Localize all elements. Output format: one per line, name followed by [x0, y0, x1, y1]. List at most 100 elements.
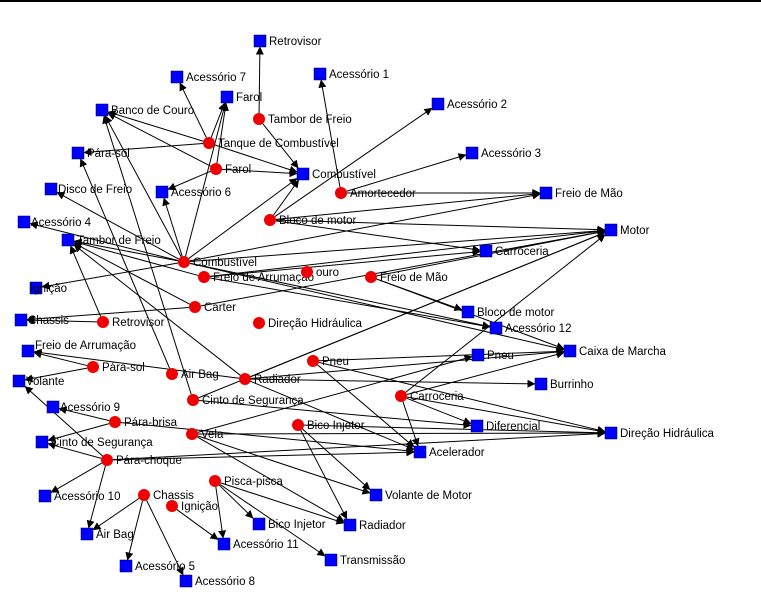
circle-node-chassis[interactable]: Chassis — [138, 489, 194, 502]
edge-c_ignicao-s_acess11 — [176, 509, 219, 540]
circle-node-couro[interactable]: ouro — [301, 266, 339, 279]
circle-node-direcao[interactable]: Direção Hidráulica — [253, 317, 363, 330]
circle-node-carroceria[interactable]: Carroceria — [395, 390, 464, 403]
circle-marker — [189, 301, 201, 313]
edge-c_chassis-s_acess8 — [146, 500, 184, 576]
square-node-motor[interactable]: Motor — [604, 223, 650, 237]
circle-node-piscapisca[interactable]: Pisca-pisca — [209, 475, 283, 488]
circle-node-combustivel[interactable]: Combustível — [178, 256, 257, 269]
circle-node-amortecedor[interactable]: Amortecedor — [335, 187, 416, 200]
circle-marker — [166, 500, 178, 512]
square-node-transmissao[interactable]: Transmissão — [324, 553, 405, 567]
square-node-retrovisor[interactable]: Retrovisor — [253, 34, 322, 48]
circle-node-freiomao[interactable]: Freio de Mão — [365, 271, 448, 284]
circle-node-retrovisor[interactable]: Retrovisor — [97, 316, 165, 329]
square-node-radiador[interactable]: Radiador — [343, 518, 406, 532]
square-node-acess9[interactable]: Acessório 9 — [46, 400, 120, 414]
square-marker — [563, 344, 577, 358]
square-node-discofreio[interactable]: Disco de Freio — [44, 182, 132, 196]
edge-c_combustivel-s_tamborfreio — [73, 238, 179, 262]
square-node-freioarrum[interactable]: Freio de Arrumação — [21, 340, 136, 358]
square-node-airbag[interactable]: Air Bag — [80, 527, 134, 541]
square-marker — [21, 344, 35, 358]
square-marker — [220, 90, 234, 104]
circle-node-ignicao[interactable]: Ignição — [166, 500, 218, 513]
circle-node-parabrisa[interactable]: Pára-brisa — [109, 416, 178, 429]
node-label: Acessório 9 — [60, 402, 120, 414]
square-node-acess2[interactable]: Acessório 2 — [431, 97, 507, 111]
square-node-ignicao[interactable]: Ignição — [29, 281, 67, 295]
edge-c_carter-s_chassis — [26, 306, 190, 323]
edge-c_pneu-s_direcao — [318, 361, 606, 434]
square-node-pneu[interactable]: Pneu — [471, 348, 514, 362]
node-label: Pára-choque — [116, 455, 182, 467]
square-node-farol[interactable]: Farol — [220, 90, 262, 104]
node-label: Tambor de Freio — [77, 235, 161, 247]
square-node-acess1[interactable]: Acessório 1 — [313, 67, 389, 81]
node-label: Acessório 2 — [447, 99, 507, 111]
square-node-acess11[interactable]: Acessório 11 — [217, 537, 299, 551]
edge-c_piscapisca-s_acess11 — [215, 486, 227, 539]
circle-node-parasol[interactable]: Pára-sol — [87, 361, 145, 374]
node-label: Vela — [201, 429, 224, 441]
circle-marker — [166, 368, 178, 380]
square-node-caixamarcha[interactable]: Caixa de Marcha — [563, 344, 667, 358]
circle-node-tamborfreio[interactable]: Tambor de Freio — [253, 113, 352, 126]
circle-marker — [178, 256, 190, 268]
node-label: Carter — [204, 302, 236, 314]
square-node-acess8[interactable]: Acessório 8 — [179, 574, 255, 588]
square-marker — [252, 517, 266, 531]
square-node-banco[interactable]: Banco de Couro — [95, 103, 194, 117]
square-node-acelerador[interactable]: Acelerador — [413, 445, 485, 459]
square-node-combustivel[interactable]: Combustível — [296, 167, 376, 181]
edge-c_bicoinjetor-s_radiador — [300, 430, 348, 520]
square-node-chassis[interactable]: Chassis — [14, 313, 69, 327]
circle-node-airbag[interactable]: Air Bag — [166, 368, 219, 381]
square-node-volante[interactable]: Volante — [12, 374, 64, 388]
edge-c_combustivel-s_farol — [185, 102, 228, 257]
circle-node-tanque[interactable]: Tanque de Combustível — [203, 137, 339, 150]
circle-node-radiador[interactable]: Radiador — [239, 373, 301, 386]
square-node-acess5[interactable]: Acessório 5 — [119, 559, 195, 573]
circle-node-carter[interactable]: Carter — [189, 301, 236, 314]
square-node-acess7[interactable]: Acessório 7 — [170, 70, 246, 84]
circle-node-parachoque[interactable]: Pára-choque — [101, 454, 182, 467]
edge-c_parabrisa-s_cinto — [47, 423, 110, 443]
edge-c_freioarrum-s_tamborfreio — [73, 239, 199, 276]
node-label: Cinto de Segurança — [51, 437, 153, 449]
square-node-blocomotor[interactable]: Bloco de motor — [461, 305, 555, 319]
circle-marker — [209, 475, 221, 487]
circle-node-blocomotor[interactable]: Bloco de motor — [264, 214, 357, 227]
square-node-tamborfreio[interactable]: Tambor de Freio — [61, 233, 161, 247]
square-node-parasol[interactable]: Pára-sol — [71, 146, 130, 160]
square-node-burrinho[interactable]: Burrinho — [534, 377, 593, 391]
square-node-direcao[interactable]: Direção Hidráulica — [604, 426, 715, 440]
circle-node-vela[interactable]: Vela — [186, 428, 224, 441]
square-node-freiomao[interactable]: Freio de Mão — [539, 186, 623, 200]
circle-node-pneu[interactable]: Pneu — [307, 355, 349, 368]
edge-c_airbag-s_parasol — [79, 158, 171, 369]
node-label: Acessório 6 — [171, 187, 231, 199]
square-node-acess10[interactable]: Acessório 10 — [38, 489, 120, 503]
square-node-diferencial[interactable]: Diferencial — [470, 419, 540, 433]
square-node-volantemotor[interactable]: Volante de Motor — [369, 488, 472, 502]
square-node-acess12[interactable]: Acessório 12 — [489, 321, 571, 335]
node-label: ouro — [316, 267, 339, 279]
edge-c_combustivel-s_banco — [104, 115, 182, 257]
square-node-acess6[interactable]: Acessório 6 — [155, 185, 231, 199]
circle-node-freioarrum[interactable]: Freio de Arrumação — [198, 271, 314, 284]
square-node-cinto[interactable]: Cinto de Segurança — [35, 435, 153, 449]
square-marker — [253, 34, 267, 48]
circle-node-cinto[interactable]: Cinto de Segurança — [187, 394, 304, 407]
square-node-acess4[interactable]: Acessório 4 — [17, 215, 92, 229]
square-node-bicoinjetor[interactable]: Bico Injetor — [252, 517, 326, 531]
node-label: Cinto de Segurança — [202, 395, 304, 407]
circle-node-bicoinjetor[interactable]: Bico Injetor — [292, 419, 365, 432]
node-label: Pneu — [322, 356, 349, 368]
circle-node-farol[interactable]: Farol — [210, 163, 251, 176]
square-node-carroceria[interactable]: Carroceria — [479, 244, 549, 258]
square-node-acess3[interactable]: Acessório 3 — [465, 146, 541, 160]
circle-marker — [335, 187, 347, 199]
edge-c_combustivel-s_combustivel — [188, 178, 298, 259]
